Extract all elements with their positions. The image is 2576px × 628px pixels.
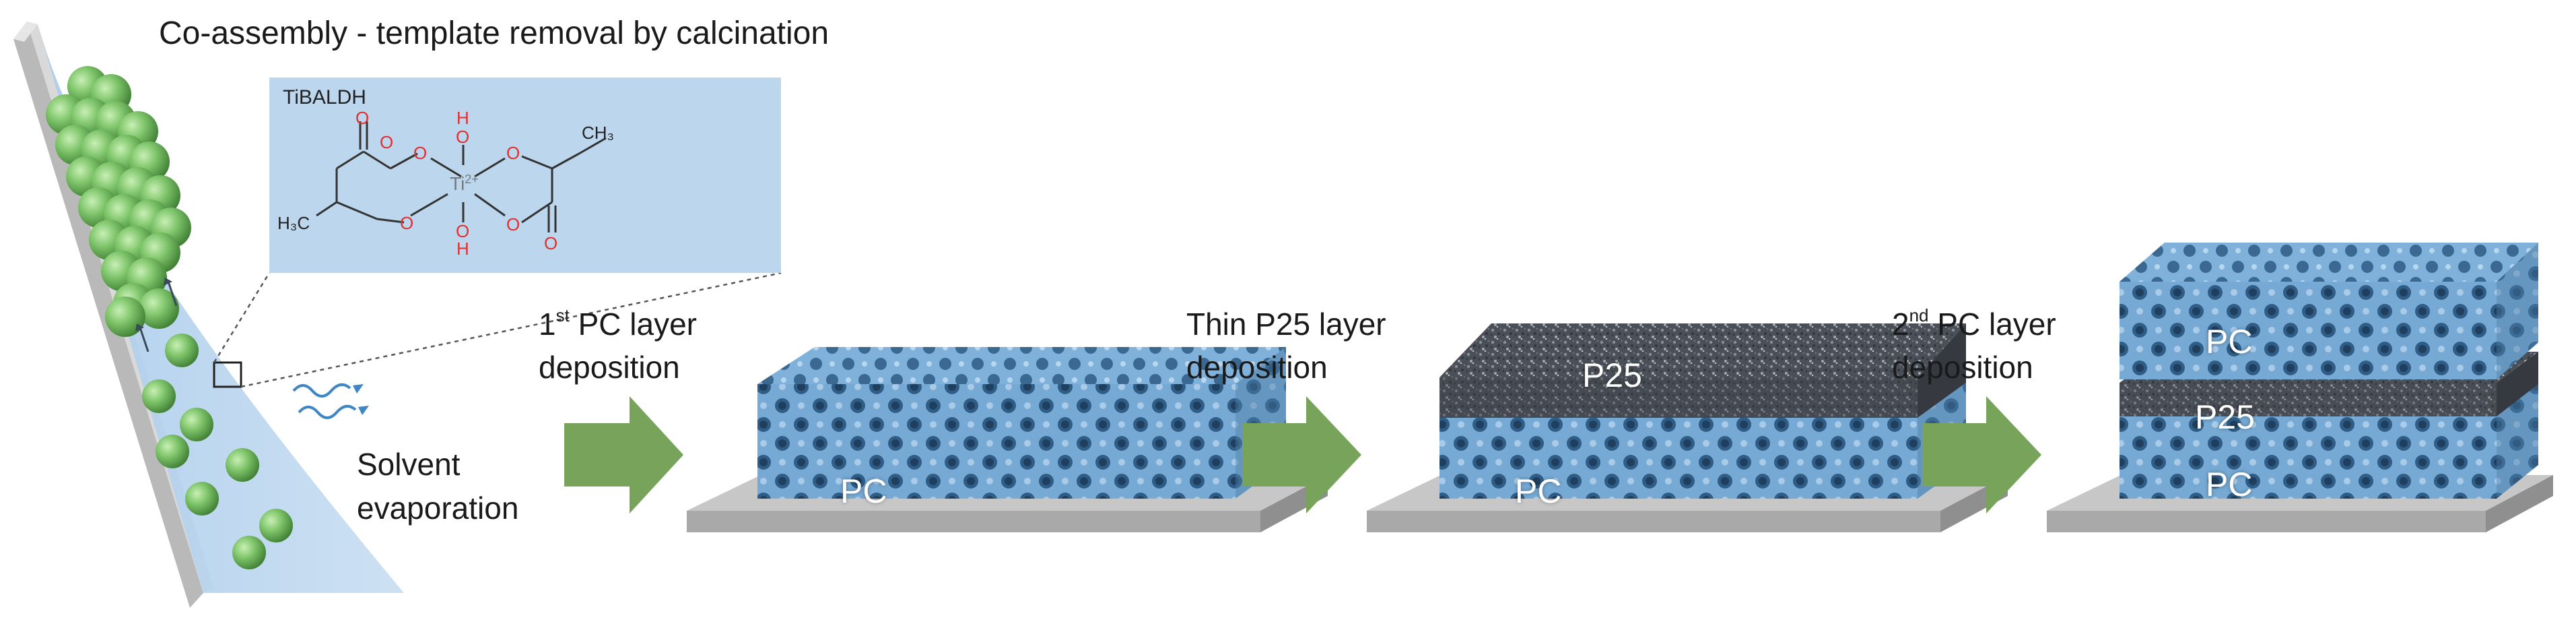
atom-o9: O: [544, 233, 558, 253]
atom-h3c: H₃C: [277, 213, 310, 233]
step3-label-line2: deposition: [1892, 350, 2033, 385]
atom-ti-symbol: Ti: [450, 173, 465, 194]
atom-ch3: CH₃: [582, 123, 615, 143]
pc-label-1: PC: [840, 472, 887, 510]
atom-o4: O: [400, 213, 414, 233]
step2-label-line1: Thin P25 layer: [1186, 307, 1386, 342]
solvent-label-line1: Solvent: [357, 447, 461, 482]
colloid-sphere: [259, 509, 293, 542]
step1-label-line1: 1st PC layer: [539, 305, 697, 344]
solvent-label-line2: evaporation: [357, 491, 519, 526]
colloid-sphere: [226, 448, 259, 482]
pc-block-3-top: [2120, 243, 2538, 379]
evaporation-waves-icon: [292, 383, 369, 419]
atom-o6: O: [456, 221, 470, 241]
atom-o2: O: [355, 108, 370, 128]
step1-line1: PC layer: [569, 307, 697, 342]
p25-label-2: P25: [1582, 356, 1642, 394]
process-arrow-3: [1922, 396, 2041, 513]
step3-num: 2: [1892, 307, 1909, 342]
colloid-sphere: [180, 408, 213, 441]
process-arrow-2: [1242, 396, 1361, 513]
atom-ti: Ti2+: [450, 172, 479, 194]
atom-h1: H: [456, 108, 469, 128]
atom-h2: H: [456, 239, 469, 259]
colloid-sphere: [165, 334, 199, 367]
atom-o1: O: [380, 132, 394, 152]
pc-label-2: PC: [1515, 472, 1562, 510]
atom-o3: O: [413, 143, 428, 163]
atom-o5: O: [456, 127, 470, 147]
colloid-sphere: [139, 288, 179, 329]
molecule-name: TiBALDH: [283, 86, 366, 108]
step2-label-line2: deposition: [1186, 350, 1328, 385]
colloid-sphere: [156, 435, 189, 468]
atom-o8: O: [506, 214, 520, 234]
step1-label-line2: deposition: [539, 350, 680, 385]
atom-ti-charge: 2+: [465, 172, 479, 186]
colloid-sphere: [142, 379, 176, 413]
pc-block-3-bottom: [2120, 381, 2538, 499]
colloid-sphere: [232, 536, 266, 569]
solvent-meniscus: [38, 24, 404, 593]
colloid-sphere: [185, 482, 219, 515]
zoom-region: [213, 272, 782, 388]
p25-label-3: P25: [2195, 398, 2255, 436]
pc-label-3-top: PC: [2206, 323, 2253, 360]
step1-num: 1: [539, 307, 556, 342]
assembly-arrows: [135, 278, 178, 352]
step3-label-line1: 2nd PC layer: [1892, 305, 2056, 344]
molecule-panel: [269, 77, 781, 273]
p25-layer-2: [1439, 323, 1966, 418]
step1-sup: st: [555, 305, 570, 325]
pc-label-3-bottom: PC: [2206, 466, 2253, 503]
colloid-spheres: [46, 66, 293, 569]
step3-sup: nd: [1909, 305, 1929, 325]
step3-line1: PC layer: [1928, 307, 2056, 342]
diagram-title: Co-assembly - template removal by calcin…: [159, 15, 829, 51]
colloid-sphere: [105, 296, 145, 337]
atom-o7: O: [506, 143, 520, 163]
process-arrow-1: [564, 396, 683, 513]
